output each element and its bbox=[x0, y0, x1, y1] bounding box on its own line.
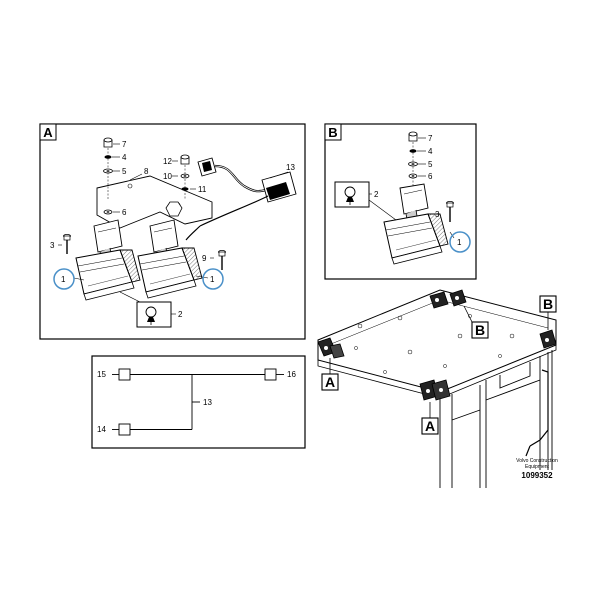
screw-9 bbox=[218, 249, 226, 270]
panel-b-callout-7: 7 bbox=[428, 134, 433, 143]
cab-marker-b-top-label: B bbox=[475, 322, 485, 338]
center-bolt-stack bbox=[180, 154, 190, 200]
panel-b-callout-3: 3 bbox=[435, 210, 440, 219]
panel-b-callout-5: 5 bbox=[428, 160, 433, 169]
callout-13: 13 bbox=[286, 163, 295, 172]
bracket-nut bbox=[165, 201, 183, 217]
panel-a: A bbox=[39, 123, 306, 340]
cab-marker-a-front bbox=[421, 417, 439, 435]
wiring-callout-15: 15 bbox=[97, 370, 106, 379]
callout-1-right: 1 bbox=[210, 275, 215, 284]
panel-b-bolt-stack bbox=[408, 131, 418, 190]
cab-marker-b-side bbox=[539, 295, 557, 313]
connector-14 bbox=[118, 423, 131, 436]
brand-line-1: Volvo Construction bbox=[516, 458, 558, 464]
panel-a-letter: A bbox=[43, 125, 53, 140]
panel-b-label-box bbox=[324, 123, 342, 141]
wiring-callout-14: 14 bbox=[97, 425, 106, 434]
callout-8: 8 bbox=[144, 167, 149, 176]
panel-b: B bbox=[324, 123, 477, 280]
panel-b-callout-1: 1 bbox=[457, 238, 462, 247]
panel-b-callout-4: 4 bbox=[428, 147, 433, 156]
panel-b-callout-6: 6 bbox=[428, 172, 433, 181]
callout-4: 4 bbox=[122, 153, 127, 162]
panel-b-callout-2: 2 bbox=[374, 190, 379, 199]
cab-marker-leaders bbox=[329, 305, 549, 418]
left-work-lamp bbox=[75, 249, 141, 301]
callout-10: 10 bbox=[163, 172, 172, 181]
right-work-lamp bbox=[137, 247, 203, 299]
cab-marker-b-top bbox=[471, 321, 489, 339]
callout-2: 2 bbox=[178, 310, 183, 319]
brand-line-2: Equipment bbox=[525, 464, 550, 470]
drawing-number: 1099352 bbox=[521, 471, 553, 480]
wiring-lines bbox=[112, 374, 284, 430]
cab-marker-a-front-label: A bbox=[425, 418, 435, 434]
connector-harness bbox=[185, 157, 297, 241]
callout-9: 9 bbox=[202, 254, 207, 263]
panel-b-work-lamp bbox=[383, 213, 449, 265]
cab-lamp-a-left bbox=[317, 337, 345, 359]
panel-b-letter: B bbox=[328, 125, 337, 140]
callout-6: 6 bbox=[122, 208, 127, 217]
callout-5: 5 bbox=[122, 167, 127, 176]
mounting-bracket bbox=[96, 175, 213, 229]
cab-marker-a-left-label: A bbox=[325, 374, 335, 390]
screw-3 bbox=[63, 233, 71, 254]
wiring-panel: 15 16 13 14 bbox=[91, 355, 306, 449]
connector-15 bbox=[118, 368, 131, 381]
bulb-detail-box bbox=[119, 291, 176, 328]
wiring-callout-16: 16 bbox=[287, 370, 296, 379]
panel-a-leaders bbox=[58, 143, 289, 281]
callout-11: 11 bbox=[198, 185, 207, 194]
cab-illustration: B A A B bbox=[317, 289, 557, 488]
callout-3: 3 bbox=[50, 241, 55, 250]
highlight-circle-right bbox=[202, 268, 224, 290]
highlight-circle-left bbox=[53, 268, 75, 290]
cab-lamp-a-front bbox=[419, 379, 451, 401]
cab-lamp-b-top bbox=[429, 289, 467, 309]
callout-7: 7 bbox=[122, 140, 127, 149]
panel-a-label-box bbox=[39, 123, 57, 141]
panel-b-highlight-circle bbox=[449, 231, 471, 253]
connector-16 bbox=[264, 368, 277, 381]
panel-b-leaders bbox=[417, 137, 455, 239]
panel-b-bulb-detail-box bbox=[334, 181, 397, 221]
left-bolt-stack bbox=[103, 137, 113, 200]
panel-b-screw-3 bbox=[446, 200, 454, 222]
callout-12: 12 bbox=[163, 157, 172, 166]
cab-lamp-b-side bbox=[539, 329, 557, 349]
wiring-callout-13: 13 bbox=[203, 398, 212, 407]
callout-1-left: 1 bbox=[61, 275, 66, 284]
cab-marker-b-side-label: B bbox=[543, 296, 553, 312]
cab-marker-a-left bbox=[321, 373, 339, 391]
drawing-footer: Volvo Construction Equipment 1099352 bbox=[516, 458, 558, 480]
